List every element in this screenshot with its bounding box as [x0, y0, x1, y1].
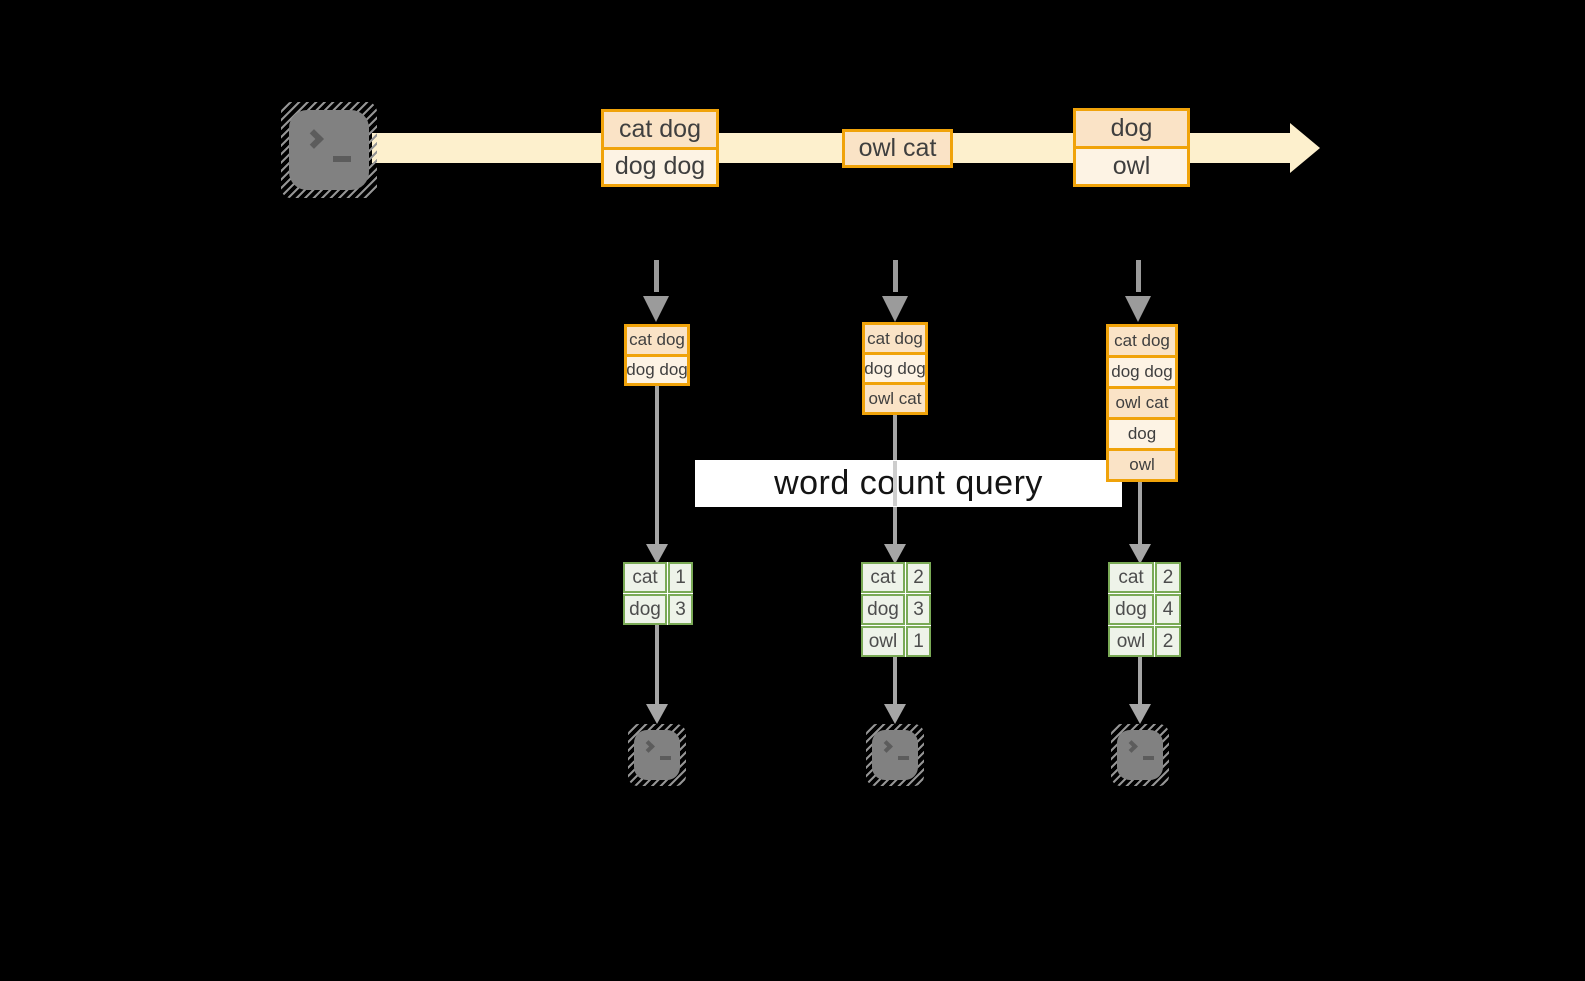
- dashed-arrow-shaft: [654, 260, 659, 292]
- prompt-chevron-icon: [304, 129, 324, 149]
- source-terminal-icon: [281, 102, 377, 198]
- arrowhead-icon: [1129, 544, 1151, 564]
- prompt-chevron-icon: [880, 740, 893, 753]
- connector-line: [893, 657, 897, 704]
- message-row: owl cat: [865, 382, 925, 412]
- count-cell: 2: [1155, 626, 1181, 657]
- count-cell: 3: [668, 594, 693, 625]
- word-cell: cat: [623, 562, 667, 593]
- word-cell: owl: [861, 626, 905, 657]
- word-cell: dog: [623, 594, 667, 625]
- terminal-screen: [872, 730, 918, 780]
- message-row: cat dog: [627, 327, 687, 354]
- stream-message-box-2: owl cat: [842, 129, 953, 168]
- message-row: dog dog: [1109, 355, 1175, 386]
- dashed-arrow-shaft: [1136, 260, 1141, 292]
- sink-terminal-icon-3: [1111, 724, 1169, 786]
- count-cell: 4: [1155, 594, 1181, 625]
- query-label: word count query: [774, 464, 1043, 502]
- stream-arrowhead-icon: [1290, 123, 1320, 173]
- prompt-cursor-icon: [898, 756, 909, 760]
- word-cell: cat: [861, 562, 905, 593]
- message-row: cat dog: [865, 325, 925, 352]
- connector-line-overlay: [893, 461, 897, 506]
- terminal-screen: [1117, 730, 1163, 780]
- word-cell: owl: [1108, 626, 1154, 657]
- word-cell: cat: [1108, 562, 1154, 593]
- message-row: owl cat: [1109, 386, 1175, 417]
- count-cell: 2: [906, 562, 931, 593]
- message-row: owl cat: [845, 132, 950, 165]
- prompt-chevron-icon: [1125, 740, 1138, 753]
- message-row: dog: [1109, 417, 1175, 448]
- arrowhead-icon: [884, 704, 906, 724]
- query-label-band: word count query: [695, 460, 1122, 507]
- terminal-screen: [634, 730, 680, 780]
- terminal-screen: [289, 110, 369, 190]
- count-cell: 1: [906, 626, 931, 657]
- prompt-cursor-icon: [1143, 756, 1154, 760]
- arrowhead-icon: [646, 704, 668, 724]
- arrowhead-icon: [1129, 704, 1151, 724]
- arrowhead-icon: [646, 544, 668, 564]
- prompt-chevron-icon: [642, 740, 655, 753]
- dashed-arrow-shaft: [893, 260, 898, 292]
- connector-line: [655, 386, 659, 546]
- prompt-cursor-icon: [333, 156, 351, 162]
- count-cell: 2: [1155, 562, 1181, 593]
- message-row: dog dog: [864, 352, 926, 382]
- word-cell: dog: [861, 594, 905, 625]
- prompt-cursor-icon: [660, 756, 671, 760]
- count-cell: 3: [906, 594, 931, 625]
- dashed-arrowhead-icon: [643, 296, 669, 322]
- connector-line: [1138, 657, 1142, 704]
- message-row: cat dog: [1109, 327, 1175, 355]
- count-cell: 1: [668, 562, 693, 593]
- message-row: owl: [1109, 448, 1175, 479]
- message-row: dog: [1076, 111, 1187, 146]
- message-row: dog dog: [626, 353, 688, 383]
- dashed-arrowhead-icon: [882, 296, 908, 322]
- message-row: dog dog: [604, 146, 716, 184]
- message-row: owl: [1076, 146, 1187, 184]
- dashed-arrowhead-icon: [1125, 296, 1151, 322]
- sink-terminal-icon-1: [628, 724, 686, 786]
- connector-line: [655, 625, 659, 704]
- arrowhead-icon: [884, 544, 906, 564]
- connector-line: [1138, 480, 1142, 546]
- sink-terminal-icon-2: [866, 724, 924, 786]
- message-row: cat dog: [604, 112, 716, 147]
- word-cell: dog: [1108, 594, 1154, 625]
